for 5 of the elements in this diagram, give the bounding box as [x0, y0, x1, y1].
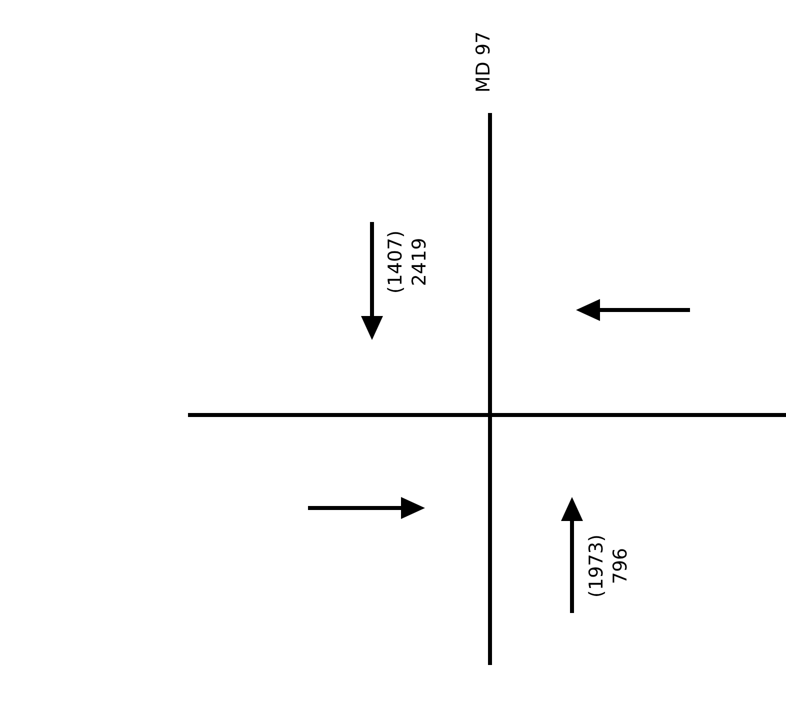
volume-label: (1973): [588, 534, 606, 598]
volume-label: (1407): [386, 230, 406, 294]
volume-label: 2419: [410, 238, 430, 286]
volume-label: 796: [612, 548, 630, 584]
road-name: MD 97: [474, 31, 494, 93]
